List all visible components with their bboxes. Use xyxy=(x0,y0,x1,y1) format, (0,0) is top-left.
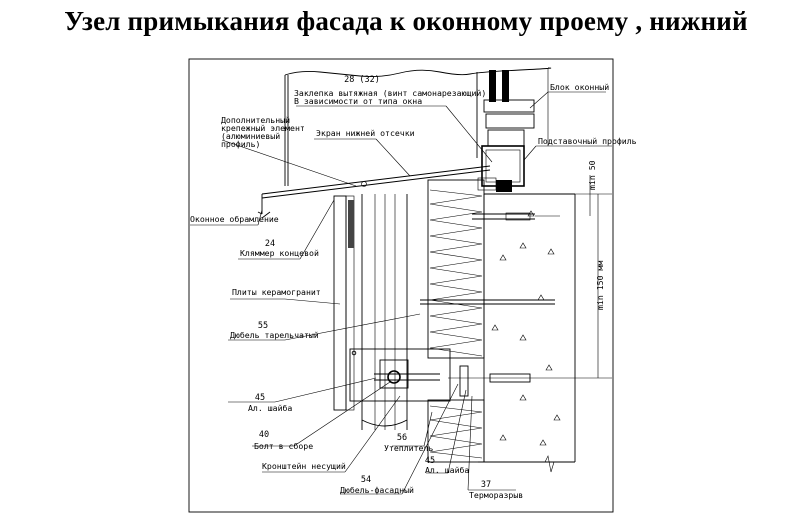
clamp-label: Кляммер концевой xyxy=(240,248,319,258)
plate-dowel-label: Дюбель тарельчатый xyxy=(230,330,319,340)
thermal-break-number: 37 xyxy=(481,480,491,490)
washer-right-label: Ал. шайба xyxy=(425,465,469,475)
rivet-note: В зависимости от типа окна xyxy=(294,96,422,106)
extra-fastener-label-3: (алюминиевый xyxy=(221,131,280,141)
window-frame-label: Оконное обрамление xyxy=(190,214,279,224)
rivet-label: Заклепка вытяжная (винт самонарезающий) xyxy=(294,88,486,98)
drawing-frame xyxy=(188,58,614,513)
ceramic-tiles xyxy=(333,194,408,430)
support-bracket xyxy=(349,348,469,402)
facade-dowels xyxy=(420,212,560,383)
rivet-number: 28 (32) xyxy=(344,75,380,85)
extra-fastener-label-2: крепежный элемент xyxy=(221,123,305,133)
washer-left-label: Ал. шайба xyxy=(248,403,292,413)
insulation-layer xyxy=(427,179,485,463)
extra-fastener-label-1: Дополнительный xyxy=(221,115,290,125)
annotations: 28 (32) Заклепка вытяжная (винт самонаре… xyxy=(190,75,637,500)
bolt-number: 40 xyxy=(259,430,269,440)
plate-dowel-number: 55 xyxy=(258,321,268,331)
lower-screen-label: Экран нижней отсечки xyxy=(316,128,415,138)
dim-min-150: min 150 мм xyxy=(595,261,605,310)
window-sill-flashing xyxy=(257,165,491,219)
facade-dowel-number: 54 xyxy=(361,475,371,485)
facade-dowel-label: Дюбель-фасадный xyxy=(340,485,414,495)
dimension-lines: min 50 min 150 мм xyxy=(560,160,612,379)
bracket-label: Кронштейн несущий xyxy=(262,461,346,471)
drawing-title: Узел примыкания фасада к оконному проему… xyxy=(64,6,748,36)
bolt-label: Болт в сборе xyxy=(254,441,313,451)
washer-left-number: 45 xyxy=(255,393,265,403)
sub-profile-label: Подставочный профиль xyxy=(538,136,637,146)
extra-fastener-label-4: профиль) xyxy=(221,139,260,149)
washer-right-number: 45 xyxy=(425,456,435,466)
concrete-wall xyxy=(478,193,576,473)
window-block-label: Блок оконный xyxy=(550,82,609,92)
leader-lines xyxy=(190,91,612,495)
clamp-number: 24 xyxy=(265,239,275,249)
wall-above-window xyxy=(284,67,552,186)
window-block xyxy=(477,70,535,192)
thermal-break-label: Терморазрыв xyxy=(469,490,523,500)
insulation-number: 56 xyxy=(397,433,407,443)
tiles-label: Плиты керамогранит xyxy=(232,287,321,297)
dim-min-50: min 50 xyxy=(587,160,597,190)
insulation-label: Утеплитель xyxy=(384,443,433,453)
